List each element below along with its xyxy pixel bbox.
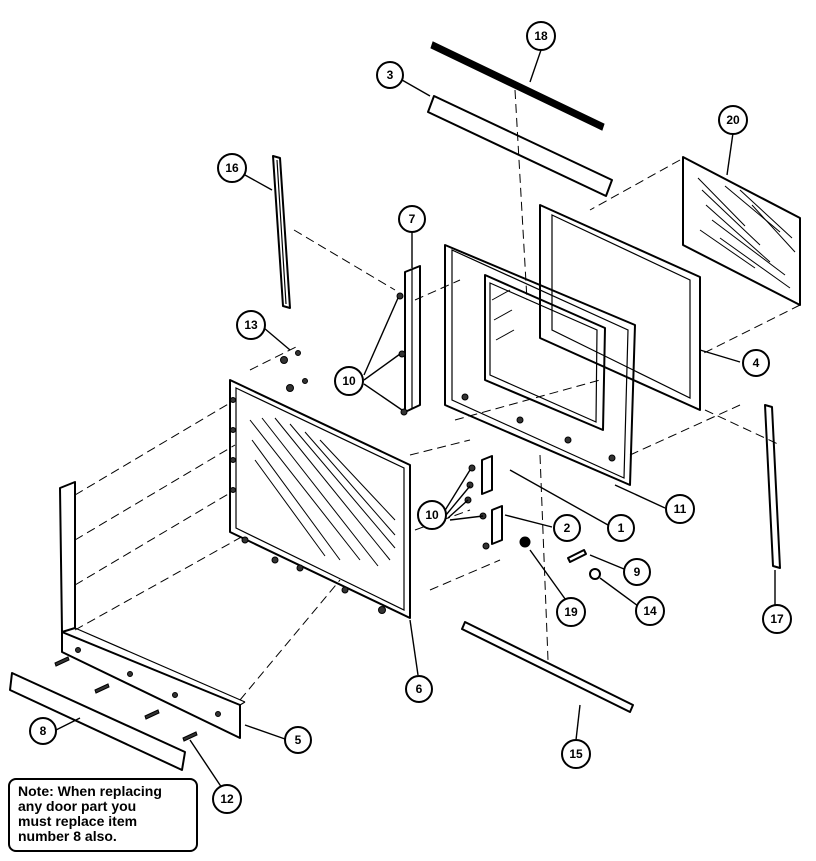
svg-text:15: 15 [569, 747, 583, 761]
callout-4: 4 [742, 349, 770, 377]
callout-20: 20 [718, 105, 748, 135]
callout-6: 6 [405, 675, 433, 703]
svg-text:18: 18 [534, 29, 548, 43]
replacement-note: Note: When replacing any door part you m… [8, 778, 198, 852]
callout-13: 13 [236, 310, 266, 340]
svg-text:19: 19 [564, 605, 578, 619]
callout-15: 15 [561, 739, 591, 769]
svg-text:12: 12 [220, 792, 234, 806]
callout-5: 5 [284, 726, 312, 754]
note-line-3: must replace item [18, 813, 138, 829]
callout-19: 19 [556, 597, 586, 627]
svg-text:8: 8 [40, 724, 47, 738]
svg-text:16: 16 [225, 161, 239, 175]
part-10-screws-upper [396, 292, 408, 416]
callout-7: 7 [398, 205, 426, 233]
svg-text:6: 6 [416, 682, 423, 696]
part-18-top-seal [430, 41, 605, 131]
part-5-bottom-frame [59, 481, 246, 739]
callout-16: 16 [217, 153, 247, 183]
note-line-1: Note: When replacing [18, 783, 162, 799]
callout-14: 14 [635, 596, 665, 626]
part-12-screws [54, 656, 198, 742]
part-15-bottom-seal [461, 621, 634, 713]
svg-text:1: 1 [618, 521, 625, 535]
part-13-screws [280, 350, 308, 392]
svg-text:4: 4 [753, 356, 760, 370]
part-20-back-glass [682, 156, 801, 306]
callout-11: 11 [665, 494, 695, 524]
part-4-inner-frame [539, 204, 701, 411]
callout-2: 2 [553, 514, 581, 542]
svg-text:9: 9 [634, 565, 641, 579]
callout-18: 18 [526, 21, 556, 51]
callout-10-upper: 10 [334, 366, 364, 396]
svg-text:10: 10 [342, 374, 356, 388]
svg-text:10: 10 [425, 508, 439, 522]
leader-lines [55, 49, 776, 789]
callout-17: 17 [762, 604, 792, 634]
callout-10-lower: 10 [417, 500, 447, 530]
callout-1: 1 [607, 514, 635, 542]
part-8-bottom-trim [9, 672, 186, 771]
svg-text:14: 14 [643, 604, 657, 618]
part-17-right-seal [764, 404, 781, 569]
note-line-4: number 8 also. [18, 828, 117, 844]
part-16-left-seal [272, 155, 291, 309]
part-6-outer-glass-door [229, 379, 411, 619]
svg-text:17: 17 [770, 612, 784, 626]
svg-text:2: 2 [564, 521, 571, 535]
part-3-top-trim [427, 95, 613, 197]
assembly-guide-lines [74, 89, 801, 701]
svg-text:5: 5 [295, 733, 302, 747]
svg-text:20: 20 [726, 113, 740, 127]
hinge-hardware [464, 455, 601, 580]
callout-8: 8 [29, 717, 57, 745]
svg-text:13: 13 [244, 318, 258, 332]
svg-text:3: 3 [387, 68, 394, 82]
part-11-door-panel [444, 244, 636, 486]
callout-12: 12 [212, 784, 242, 814]
part-7-side-bracket [404, 265, 421, 413]
svg-text:11: 11 [674, 502, 687, 516]
svg-text:7: 7 [409, 212, 416, 226]
callout-3: 3 [376, 61, 404, 89]
callout-9: 9 [623, 558, 651, 586]
note-line-2: any door part you [18, 798, 137, 814]
